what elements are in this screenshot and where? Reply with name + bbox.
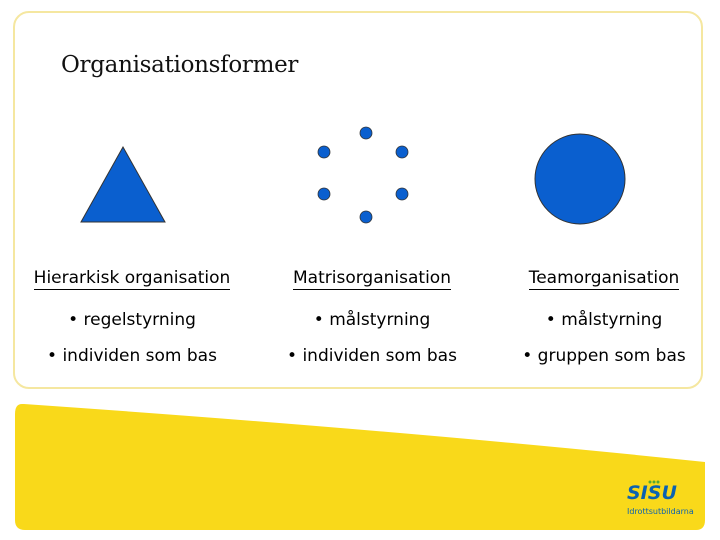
- matrix-dot: [395, 187, 409, 201]
- matrix-dot: [317, 145, 331, 159]
- hierarchy-triangle: [80, 145, 166, 223]
- column-team: Teamorganisation • målstyrning • gruppen…: [486, 268, 720, 374]
- matrix-dot: [359, 126, 373, 140]
- bullet-item: • individen som bas: [287, 346, 457, 366]
- bullet-item: • målstyrning: [313, 310, 431, 330]
- column-heading: Hierarkisk organisation: [33, 268, 231, 290]
- matrix-dot: [317, 187, 331, 201]
- slide-title: Organisationsformer: [61, 52, 299, 78]
- bullet-item: • målstyrning: [545, 310, 663, 330]
- matrix-dot: [395, 145, 409, 159]
- sisu-logo: SISU Idrottsutbildarna: [626, 480, 706, 522]
- logo-tagline: Idrottsutbildarna: [627, 507, 694, 516]
- column-heading: Matrisorganisation: [293, 268, 451, 290]
- team-circle: [534, 133, 626, 225]
- matrix-dot-ring: [317, 126, 409, 224]
- column-matrix: Matrisorganisation • målstyrning • indiv…: [252, 268, 492, 374]
- matrix-dot: [359, 210, 373, 224]
- column-heading: Teamorganisation: [528, 268, 680, 290]
- slide-frame: [13, 11, 703, 389]
- bullet-item: • gruppen som bas: [522, 346, 686, 366]
- column-hierarchical: Hierarkisk organisation • regelstyrning …: [12, 268, 252, 374]
- bullet-item: • individen som bas: [47, 346, 217, 366]
- bullet-item: • regelstyrning: [68, 310, 196, 330]
- logo-wordmark: SISU: [627, 482, 677, 504]
- logo-ornament: [648, 480, 660, 484]
